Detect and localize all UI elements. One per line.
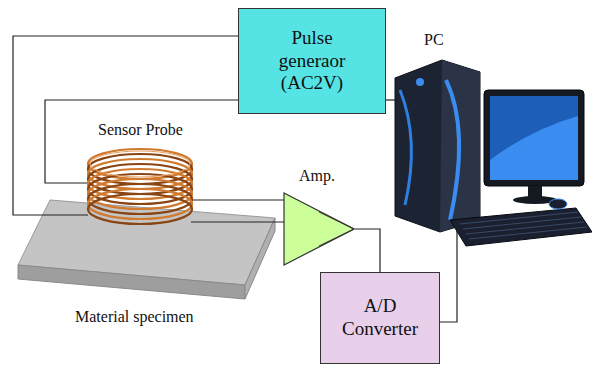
signal-wire <box>191 199 284 200</box>
signal-wire <box>440 230 457 322</box>
ad-converter-box: A/D Converter <box>320 272 440 364</box>
amplifier-triangle: Amp. <box>272 166 362 268</box>
part-label: Amp. <box>272 166 362 185</box>
signal-wire <box>13 36 238 215</box>
pulse-generator-box: Pulse generaor (AC2V) <box>238 8 386 114</box>
signal-wire <box>386 99 395 100</box>
amplifier-symbol <box>283 192 355 266</box>
computer-illustration <box>380 20 592 252</box>
sensor-probe-coil: Sensor Probe <box>78 118 203 230</box>
part-label: PC <box>424 30 592 49</box>
box-label: Pulse generaor (AC2V) <box>256 27 368 95</box>
part-label: Sensor Probe <box>78 120 203 139</box>
specimen-label: Material specimen <box>75 308 194 326</box>
signal-wire <box>45 100 238 183</box>
pc-computer: PC <box>380 20 592 252</box>
signal-wire <box>355 229 380 272</box>
signal-wire <box>191 221 284 222</box>
coil-windings <box>78 146 203 230</box>
box-label: A/D Converter <box>338 295 422 341</box>
